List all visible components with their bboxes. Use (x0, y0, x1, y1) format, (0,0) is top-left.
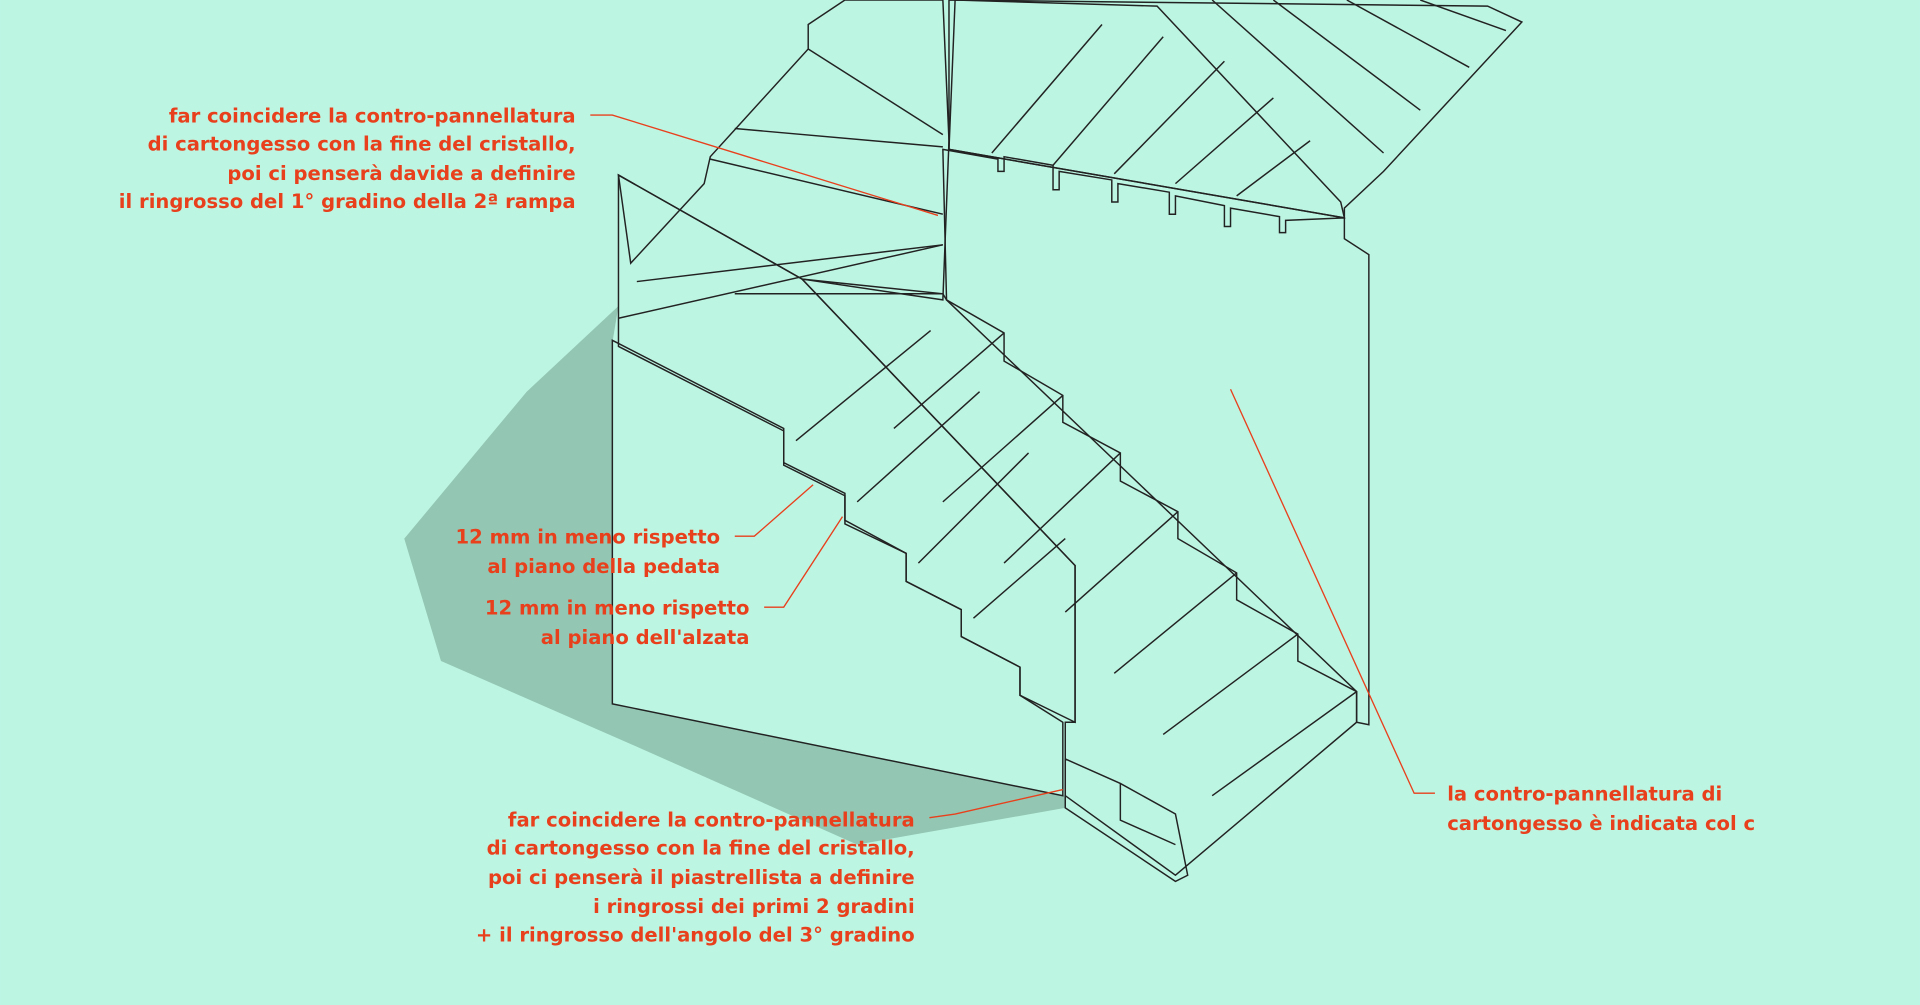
svg-text:far coincidere la contro-panne: far coincidere la contro-pannellatura (169, 104, 576, 127)
svg-text:12 mm in meno rispetto: 12 mm in meno rispetto (485, 597, 750, 620)
upper-glass-panel (948, 0, 1346, 219)
svg-text:12 mm in meno rispetto: 12 mm in meno rispetto (456, 526, 721, 549)
right-drywall-panel (942, 148, 1370, 726)
svg-text:al piano della pedata: al piano della pedata (487, 555, 720, 578)
annotation-riser: 12 mm in meno rispetto al piano dell'alz… (485, 597, 750, 649)
leader-lines (590, 114, 1435, 819)
svg-text:al piano dell'alzata: al piano dell'alzata (541, 626, 750, 649)
svg-text:la contro-pannellatura di: la contro-pannellatura di (1447, 783, 1722, 806)
svg-text:di cartongesso con la fine del: di cartongesso con la fine del cristallo… (487, 836, 915, 859)
svg-text:+ il ringrosso dell'angolo del: + il ringrosso dell'angolo del 3° gradin… (476, 923, 915, 946)
left-glass-panel (617, 173, 1076, 724)
svg-text:i ringrossi dei primi 2 gradin: i ringrossi dei primi 2 gradini (593, 895, 915, 918)
svg-text:cartongesso è indicata col c: cartongesso è indicata col c (1447, 812, 1755, 835)
svg-text:poi ci penserà davide a defini: poi ci penserà davide a definire (227, 162, 575, 185)
annotation-right: la contro-pannellatura di cartongesso è … (1447, 783, 1755, 835)
svg-text:poi ci penserà il piastrellist: poi ci penserà il piastrellista a defini… (488, 866, 915, 889)
svg-text:di cartongesso con la fine del: di cartongesso con la fine del cristallo… (148, 133, 576, 156)
cast-shadow (404, 306, 1066, 845)
svg-text:il ringrosso del 1° gradino de: il ringrosso del 1° gradino della 2ª ram… (119, 190, 576, 213)
annotation-tread: 12 mm in meno rispetto al piano della pe… (456, 526, 721, 578)
annotation-bottom: far coincidere la contro-pannellatura di… (476, 808, 915, 946)
svg-text:far coincidere la contro-panne: far coincidere la contro-pannellatura (508, 808, 915, 831)
annotation-top-left: far coincidere la contro-pannellatura di… (119, 104, 576, 213)
tread-lines (893, 332, 1358, 797)
